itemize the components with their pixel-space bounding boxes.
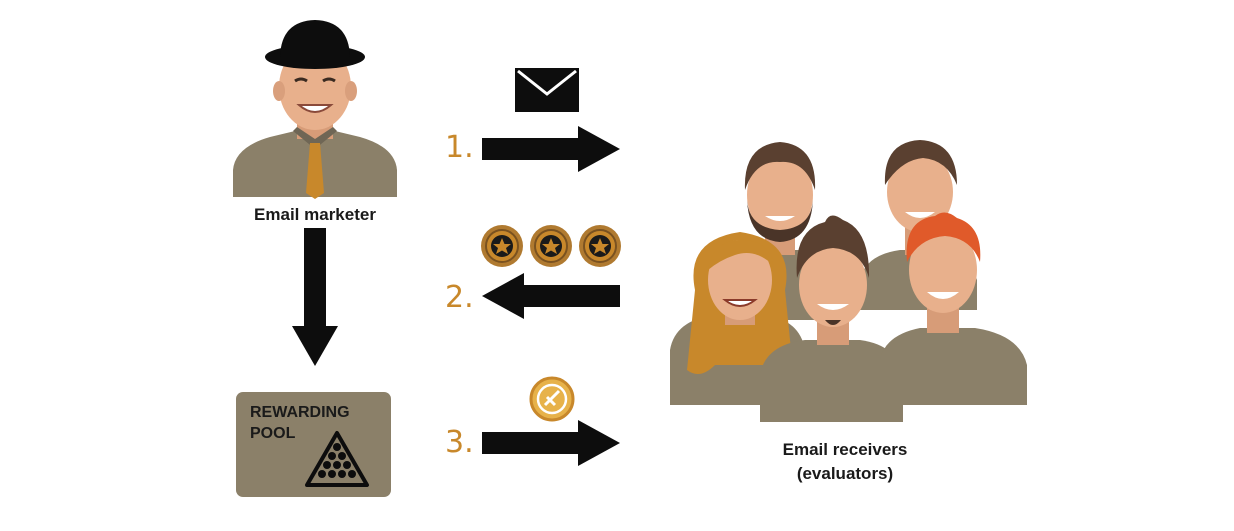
email-receivers-group [670, 140, 1027, 422]
step-3-number: 3. [445, 425, 474, 460]
star-coins [481, 225, 621, 267]
receiver-red-haired-man [880, 212, 1027, 405]
billiard-rack-icon [305, 431, 369, 487]
envelope-icon [515, 68, 579, 112]
arrow-left-step-2 [482, 273, 620, 319]
receivers-label-line2: (evaluators) [796, 464, 894, 483]
star-coin-icon [579, 225, 621, 267]
marketer-label: Email marketer [254, 205, 376, 224]
token-coin-icon [529, 376, 575, 422]
receiver-goatee-man [760, 215, 903, 422]
step-1-number: 1. [445, 130, 474, 165]
rewarding-pool-box: REWARDING POOL [236, 392, 391, 497]
receivers-label-line1: Email receivers [782, 440, 908, 459]
step-2-number: 2. [445, 280, 474, 315]
receivers-label: Email receivers (evaluators) [745, 438, 945, 486]
email-marketer-figure [233, 20, 397, 199]
star-coin-icon [530, 225, 572, 267]
pool-title: REWARDING POOL [250, 404, 350, 442]
arrow-right-step-1 [482, 126, 620, 172]
arrow-down-to-pool [292, 228, 338, 366]
receiver-woman [670, 232, 805, 405]
arrow-right-step-3 [482, 420, 620, 466]
star-coin-icon [481, 225, 523, 267]
